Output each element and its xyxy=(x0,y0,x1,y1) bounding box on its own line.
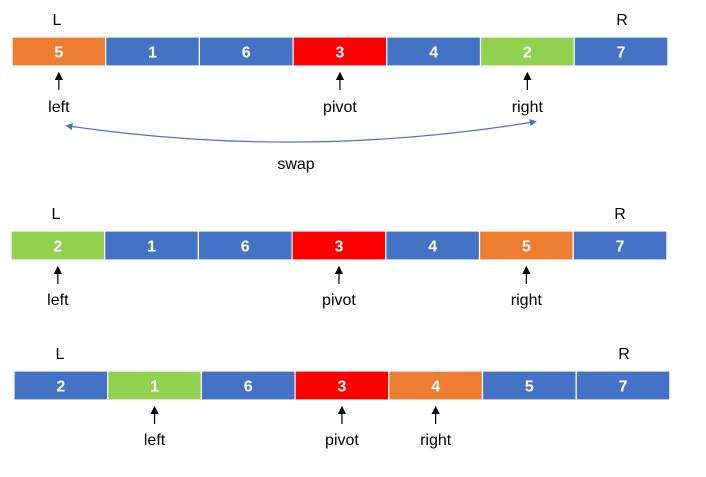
array-cell-value: 3 xyxy=(334,239,343,256)
array-cell-value: 7 xyxy=(616,239,625,256)
array-cell-value: 6 xyxy=(242,45,251,62)
array-cell-value: 1 xyxy=(147,239,156,256)
array-cell-value: 2 xyxy=(523,45,532,62)
array-cell-value: 6 xyxy=(244,379,253,396)
array-cell xyxy=(478,230,574,261)
array-cell-value: 2 xyxy=(53,239,62,256)
array-cell-value: 5 xyxy=(54,45,63,62)
right-pointer-label: right xyxy=(420,432,452,449)
array-cell-value: 2 xyxy=(56,379,65,396)
array-cell xyxy=(197,230,293,261)
end-label-left: L xyxy=(53,12,62,29)
array-cell xyxy=(479,36,575,67)
array-cell-value: 3 xyxy=(337,379,346,396)
swap-arrow xyxy=(65,119,537,143)
array-cell-value: 6 xyxy=(241,239,250,256)
array-cell xyxy=(385,230,481,261)
end-label-left: L xyxy=(56,346,65,363)
left-pointer-label: left xyxy=(48,99,70,116)
array-row-2: L R 2 1 6 3 4 5 7 left pivot right xyxy=(10,206,668,309)
array-cell xyxy=(104,230,199,261)
array-cell xyxy=(291,230,387,261)
swap-label: swap xyxy=(277,156,314,173)
end-label-right: R xyxy=(618,346,630,363)
array-cell-value: 4 xyxy=(429,45,438,62)
array-cell-value: 7 xyxy=(617,45,626,62)
array-cell-value: 4 xyxy=(431,379,440,396)
array-cell xyxy=(11,36,107,67)
pivot-pointer-label: pivot xyxy=(322,292,356,309)
array-cell xyxy=(198,36,294,67)
array-cell xyxy=(105,36,200,67)
array-cell xyxy=(200,370,296,401)
array-cell xyxy=(575,370,671,401)
pivot-pointer-label: pivot xyxy=(323,99,357,116)
array-cell-value: 3 xyxy=(335,45,344,62)
array-cell-value: 1 xyxy=(150,379,159,396)
array-cell-value: 5 xyxy=(525,379,534,396)
array-cell-value: 4 xyxy=(428,239,437,256)
array-cell xyxy=(10,230,106,261)
right-pointer-label: right xyxy=(512,99,544,116)
left-pointer-label: left xyxy=(47,292,69,309)
array-row-3: L R 2 1 6 3 4 5 7 left pivot right xyxy=(13,346,671,449)
array-row-1: L R 5 1 6 3 4 2 7 left pivot right swap xyxy=(11,12,669,173)
array-cell-value: 1 xyxy=(148,45,157,62)
array-cell-value: 5 xyxy=(522,239,531,256)
array-cell xyxy=(294,370,390,401)
array-cell xyxy=(572,230,668,261)
array-cell xyxy=(573,36,669,67)
end-label-right: R xyxy=(614,206,626,223)
end-label-left: L xyxy=(52,206,61,223)
array-cell xyxy=(386,36,482,67)
left-pointer-label: left xyxy=(144,432,166,449)
array-cell-value: 7 xyxy=(619,379,628,396)
end-label-right: R xyxy=(616,12,628,29)
right-pointer-label: right xyxy=(511,292,543,309)
pivot-pointer-label: pivot xyxy=(325,432,359,449)
